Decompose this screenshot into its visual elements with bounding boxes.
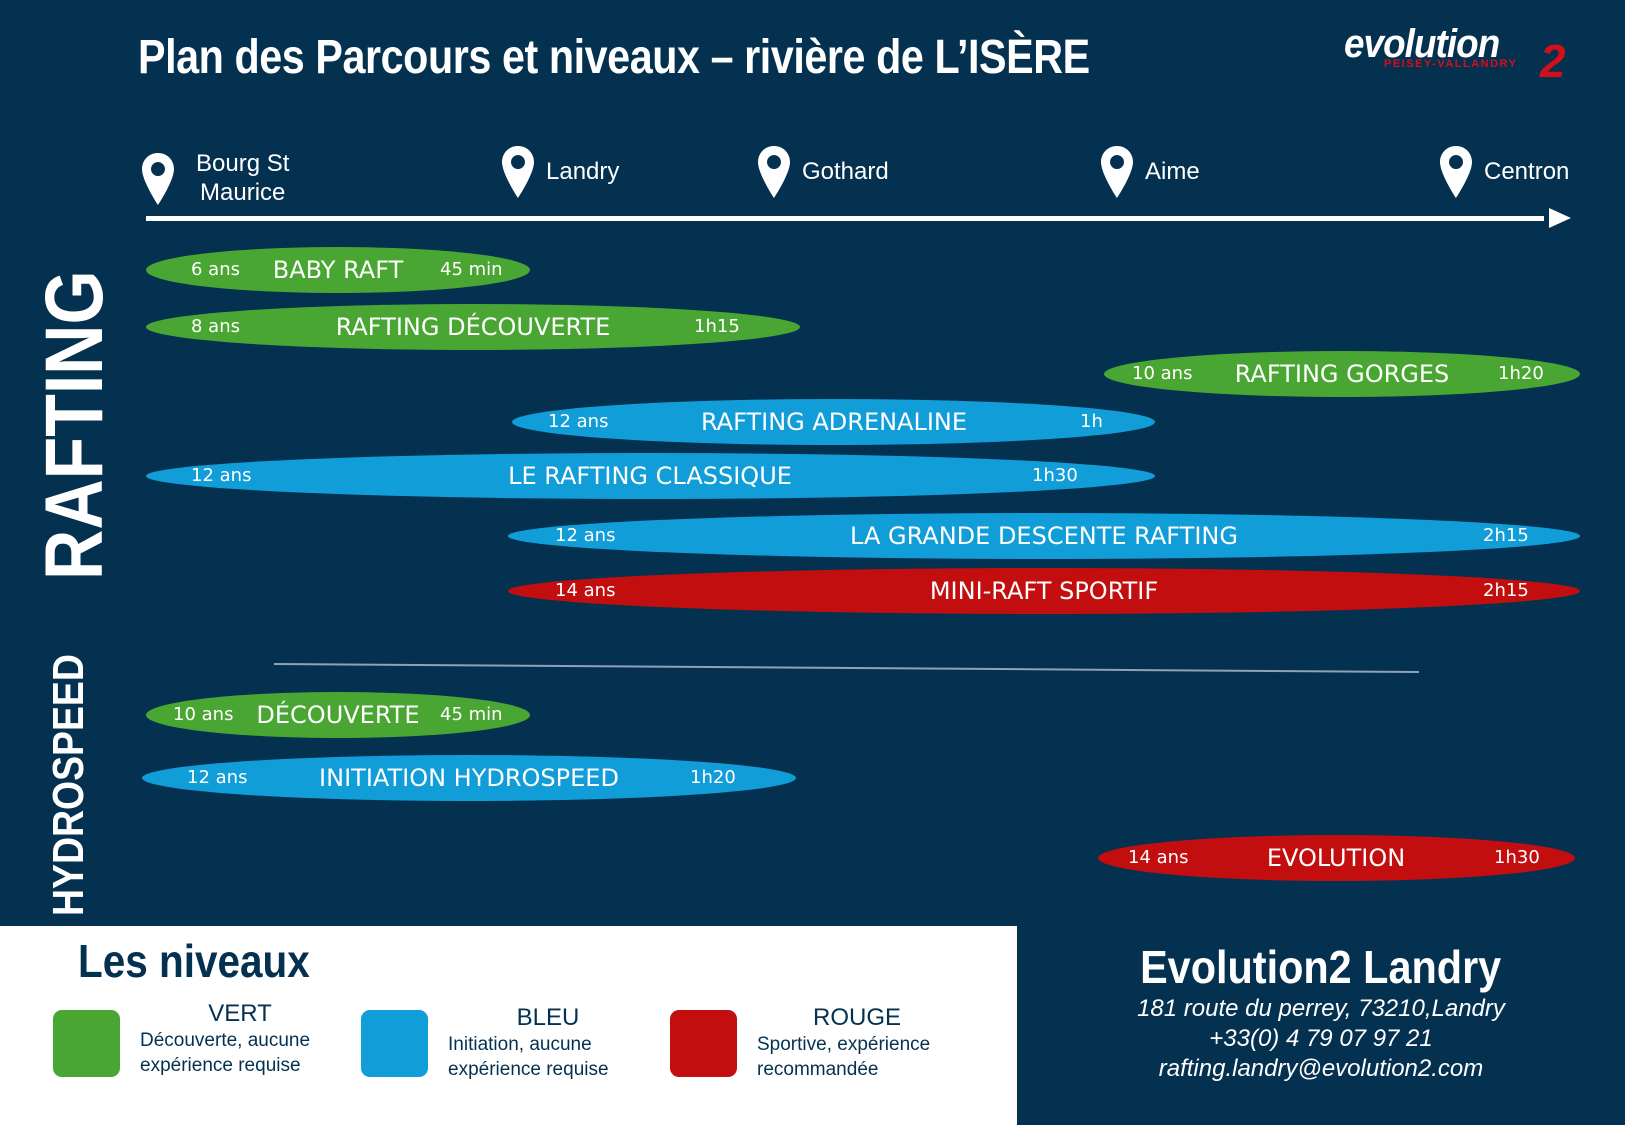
course-mini-raft-sportif: 14 ans MINI-RAFT SPORTIF 2h15	[508, 568, 1580, 614]
course-age: 14 ans	[555, 580, 616, 601]
course-duration: 1h20	[1498, 363, 1544, 384]
course-age: 12 ans	[191, 465, 252, 486]
logo-subtitle: PEISEY-VALLANDRY	[1384, 58, 1518, 70]
legend-desc: Sportive, expérience recommandée	[757, 1034, 931, 1080]
legend-desc: Initiation, aucune expérience requise	[448, 1034, 609, 1080]
logo-digit: 2	[1540, 35, 1566, 87]
course-rafting-gorges: 10 ans RAFTING GORGES 1h20	[1104, 351, 1580, 397]
legend-name: ROUGE	[812, 1004, 901, 1031]
course-baby-raft: 6 ans BABY RAFT 45 min	[146, 247, 530, 293]
map-pin-icon	[1101, 146, 1133, 198]
stop-centron: Centron	[1438, 144, 1569, 200]
course-duration: 45 min	[440, 704, 503, 725]
section-divider	[273, 663, 1419, 673]
course-name: MINI-RAFT SPORTIF	[929, 577, 1159, 605]
river-axis-arrowhead	[1549, 208, 1571, 228]
stop-label: Centron	[1484, 157, 1570, 185]
course-age: 12 ans	[548, 411, 609, 432]
course-initiation-hydrospeed: 12 ans INITIATION HYDROSPEED 1h20	[142, 755, 796, 801]
contact-name: Evolution2 Landry	[1140, 941, 1502, 993]
legend-swatch-blue	[361, 1010, 428, 1077]
course-age: 10 ans	[173, 704, 234, 725]
legend-name: VERT	[208, 1000, 272, 1027]
course-name: INITIATION HYDROSPEED	[319, 764, 619, 792]
course-le-rafting-classique: 12 ans LE RAFTING CLASSIQUE 1h30	[146, 453, 1155, 499]
evolution2-logo: evolution 2 PEISEY-VALLANDRY	[1340, 22, 1580, 87]
course-duration: 2h15	[1483, 525, 1529, 546]
course-name: LA GRANDE DESCENTE RAFTING	[850, 522, 1238, 550]
course-duration: 1h30	[1494, 847, 1540, 868]
legend-name: BLEU	[516, 1004, 580, 1031]
legend-item-rouge: ROUGE Sportive, expérience recommandée	[670, 1000, 957, 1082]
course-name: BABY RAFT	[272, 256, 404, 284]
course-rafting-adrenaline: 12 ans RAFTING ADRENALINE 1h	[512, 399, 1155, 445]
course-rafting-decouverte: 8 ans RAFTING DÉCOUVERTE 1h15	[146, 304, 800, 350]
course-age: 10 ans	[1132, 363, 1193, 384]
map-pin-icon	[502, 146, 534, 198]
logo-word: evolution	[1344, 22, 1500, 66]
course-name: RAFTING DÉCOUVERTE	[335, 313, 611, 341]
map-pin-icon	[142, 152, 174, 205]
map-pin-icon	[758, 146, 790, 198]
contact-address: 181 route du perrey, 73210,Landry	[1137, 995, 1505, 1022]
stop-label: Gothard	[802, 157, 889, 185]
stop-label: Landry	[546, 157, 620, 185]
stop-gothard: Gothard	[756, 144, 889, 200]
course-la-grande-descente: 12 ans LA GRANDE DESCENTE RAFTING 2h15	[508, 513, 1580, 559]
stop-label: Aime	[1145, 157, 1200, 185]
course-duration: 2h15	[1483, 580, 1529, 601]
course-name: RAFTING ADRENALINE	[700, 408, 968, 436]
course-duration: 1h30	[1032, 465, 1078, 486]
legend-swatch-red	[670, 1010, 737, 1077]
course-name: LE RAFTING CLASSIQUE	[508, 462, 792, 490]
course-hydrospeed-decouverte: 10 ans DÉCOUVERTE 45 min	[146, 692, 530, 738]
stop-aime: Aime	[1099, 144, 1200, 200]
river-axis-line	[146, 216, 1544, 221]
map-pin-icon	[1440, 146, 1472, 198]
course-evolution: 14 ans EVOLUTION 1h30	[1098, 835, 1575, 881]
course-duration: 1h	[1080, 411, 1103, 432]
course-name: DÉCOUVERTE	[256, 701, 420, 729]
legend-desc: Découverte, aucune expérience requise	[140, 1030, 311, 1076]
contact-email[interactable]: rafting.landry@evolution2.com	[1158, 1055, 1484, 1082]
stop-landry: Landry	[500, 144, 619, 200]
section-label-hydrospeed: HYDROSPEED	[44, 654, 93, 916]
course-age: 8 ans	[191, 316, 240, 337]
page-title: Plan des Parcours et niveaux – rivière d…	[138, 31, 1090, 84]
course-duration: 1h15	[694, 316, 740, 337]
course-age: 12 ans	[187, 767, 248, 788]
course-duration: 1h20	[690, 767, 736, 788]
levels-legend: Les niveaux VERT Découverte, aucune expé…	[0, 926, 1017, 1125]
legend-swatch-green	[53, 1010, 120, 1077]
contact-phone[interactable]: +33(0) 4 79 07 97 21	[1209, 1025, 1433, 1052]
course-duration: 45 min	[440, 259, 503, 280]
legend-item-vert: VERT Découverte, aucune expérience requi…	[53, 1000, 340, 1078]
course-age: 14 ans	[1128, 847, 1189, 868]
course-age: 6 ans	[191, 259, 240, 280]
course-age: 12 ans	[555, 525, 616, 546]
contact-block: Evolution2 Landry 181 route du perrey, 7…	[1017, 940, 1625, 1084]
section-label-rafting: RAFTING	[29, 270, 120, 580]
course-name: EVOLUTION	[1266, 844, 1406, 872]
legend-title: Les niveaux	[78, 935, 310, 987]
course-name: RAFTING GORGES	[1234, 360, 1450, 388]
legend-item-bleu: BLEU Initiation, aucune expérience requi…	[361, 1000, 648, 1082]
